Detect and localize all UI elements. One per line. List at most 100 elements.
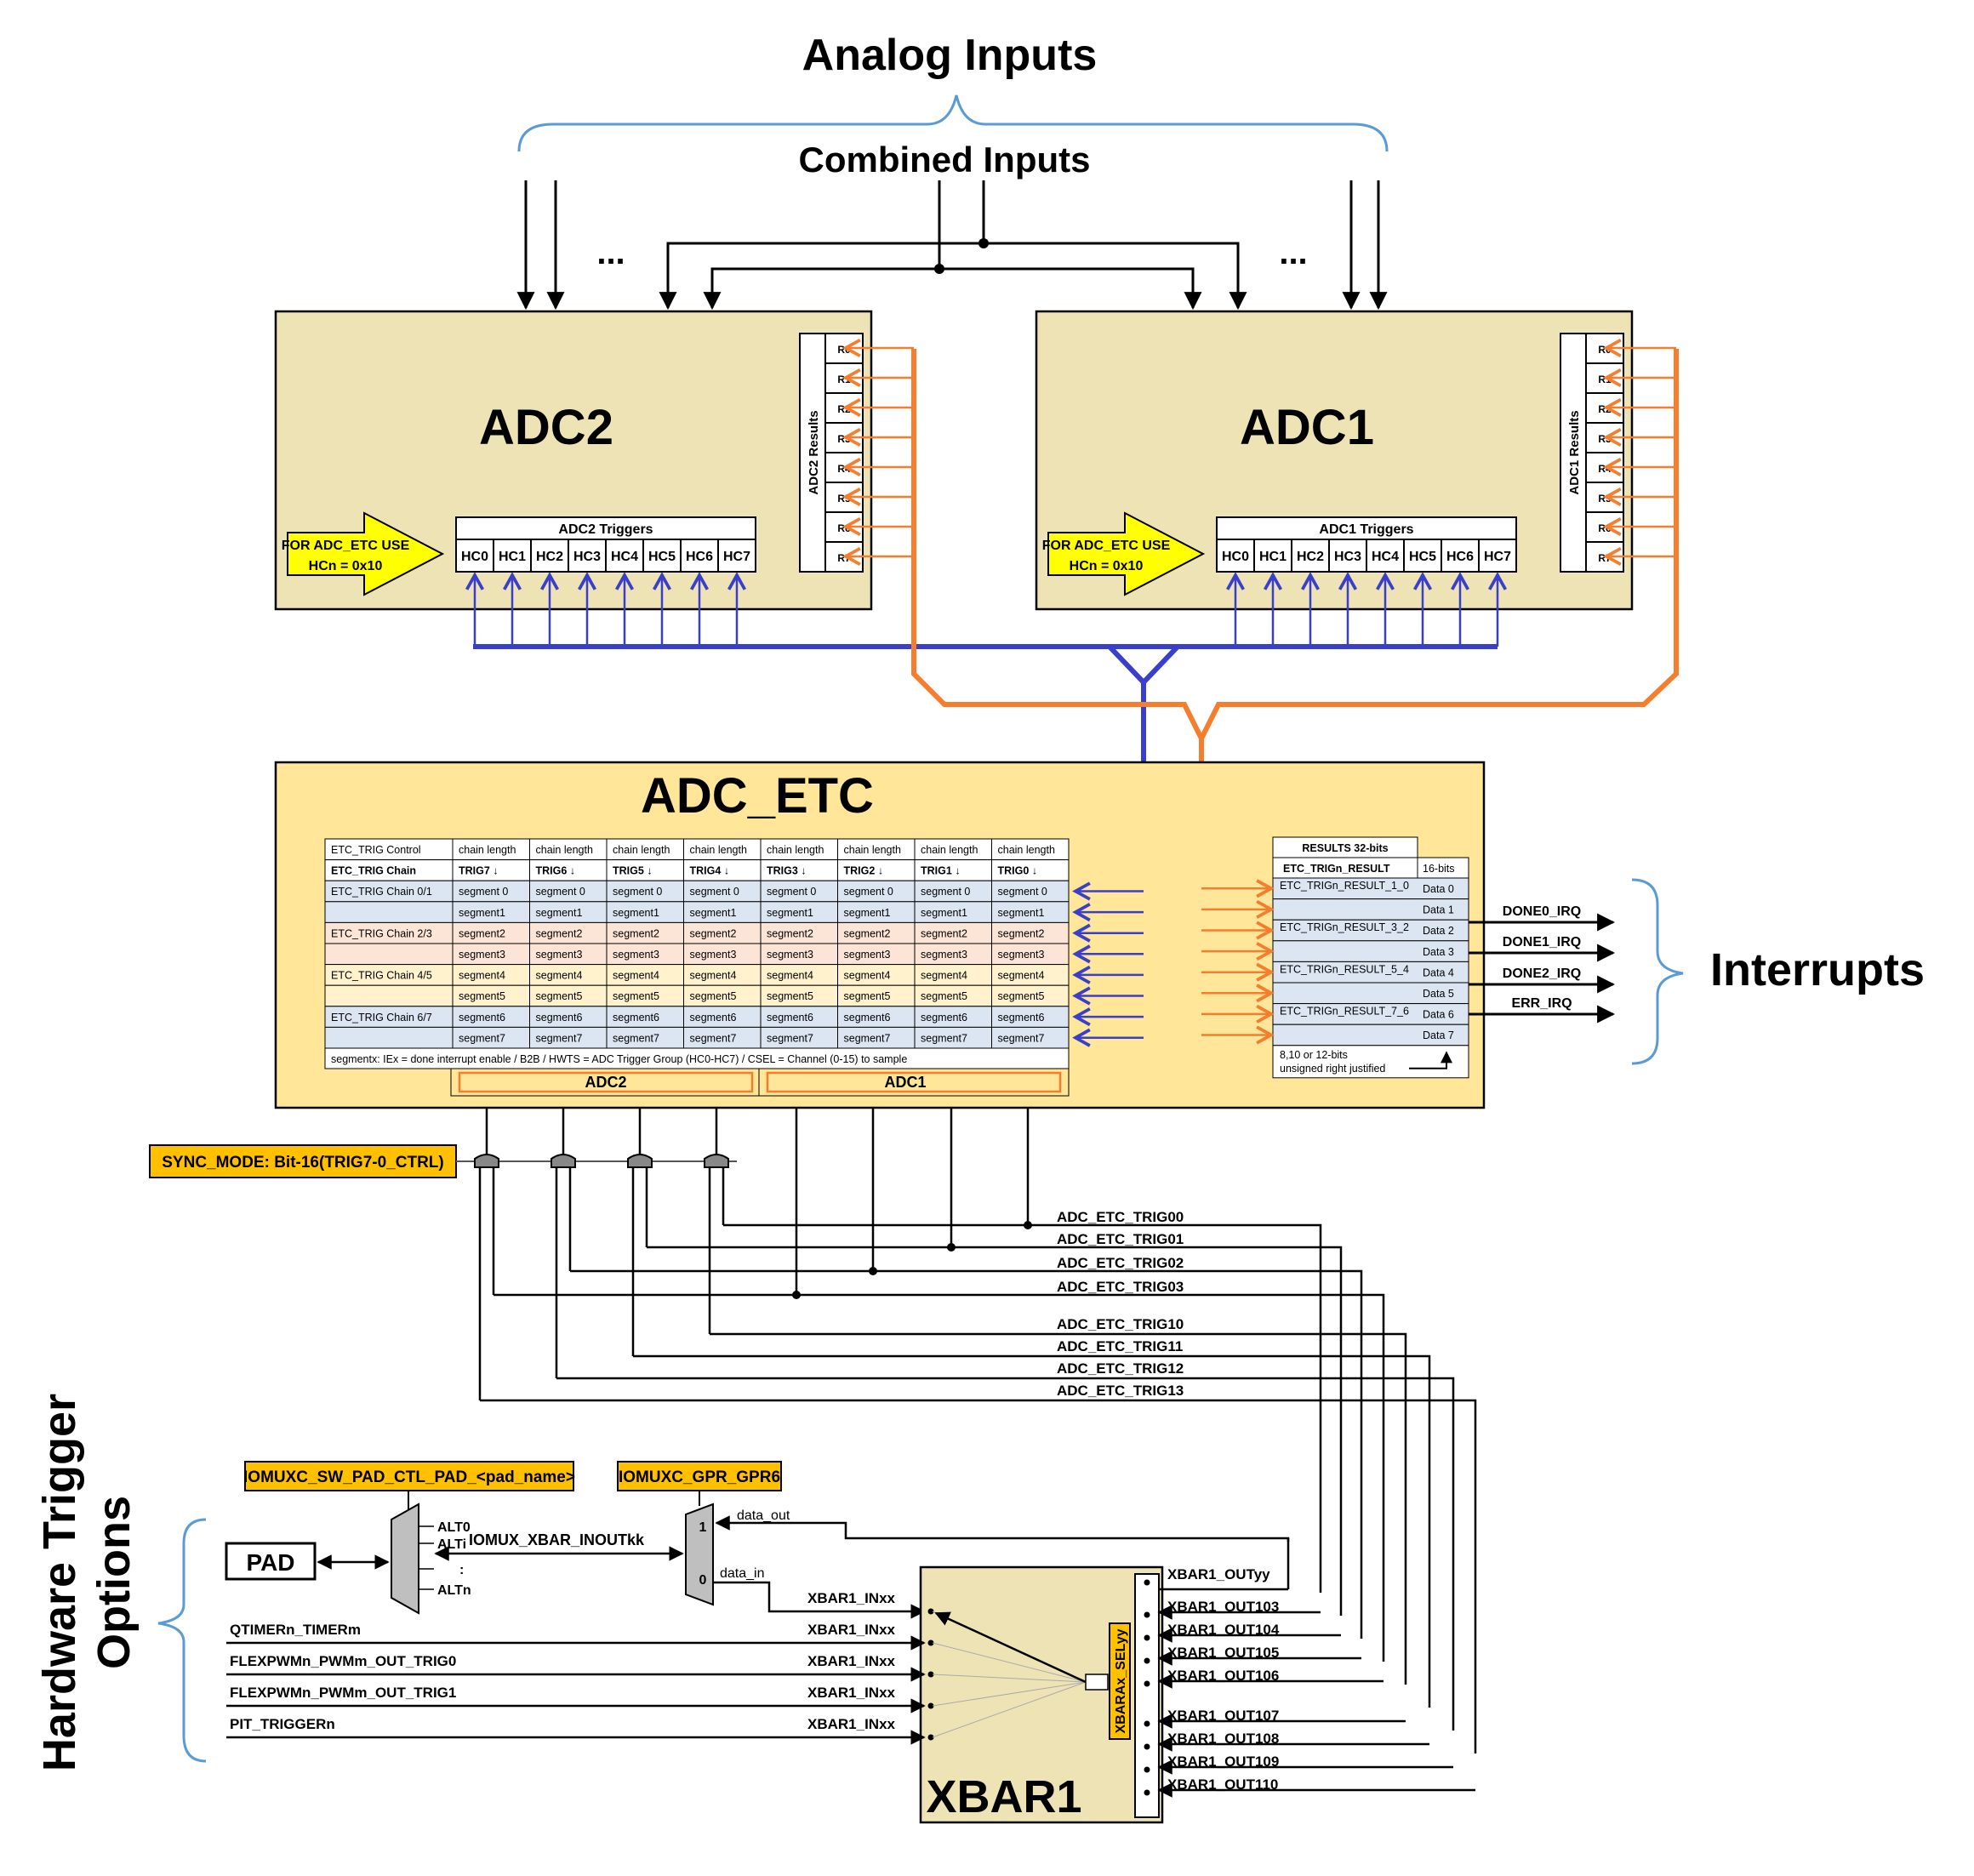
table-cell-text: segment5: [613, 990, 659, 1002]
table-cell-text: TRIG3 ↓: [767, 865, 807, 877]
results-row: [1272, 982, 1469, 1005]
iomuxc-pad-label: IOMUXC_SW_PAD_CTL_PAD_<pad_name>: [243, 1468, 575, 1486]
table-cell-text: TRIG5 ↓: [613, 865, 653, 877]
xbar-output-label: XBAR1_OUT109: [1167, 1753, 1279, 1770]
iomuxc-gpr-label: IOMUXC_GPR_GPR6: [619, 1468, 780, 1486]
table-cell-text: chain length: [998, 844, 1055, 856]
trig-signal-line: [556, 1377, 1455, 1731]
table-cell: [914, 964, 992, 986]
ellipsis-right: ...: [1279, 234, 1307, 271]
trigger-reg-cell: [680, 539, 719, 573]
source-label: FLEXPWMn_PWMm_OUT_TRIG1: [230, 1685, 456, 1701]
table-cell: [324, 1006, 454, 1028]
analog-inputs-title: Analog Inputs: [802, 31, 1098, 80]
result-reg-label: R6: [1598, 522, 1612, 534]
table-cell-text: segment2: [690, 927, 737, 939]
hardware-trigger-section: IOMUXC_SW_PAD_CTL_PAD_<pad_name> IOMUXC_G…: [225, 1461, 1475, 1824]
trigger-reg-cell: [1366, 539, 1405, 573]
source-label: QTIMERn_TIMERm: [230, 1622, 361, 1638]
xbar-output-dot: [1144, 1789, 1150, 1796]
irq-label: DONE2_IRQ: [1503, 967, 1581, 981]
adc2-triggers-header: [455, 516, 756, 540]
table-cell-text: segment7: [767, 1032, 813, 1044]
table-cell-text: segment1: [459, 907, 505, 919]
result-reg-label: R1: [1598, 373, 1612, 385]
trig-signal-line: [494, 1293, 1385, 1662]
trigger-reg-label: HC6: [1446, 550, 1474, 564]
table-cell-text: segment6: [613, 1012, 659, 1024]
source-label: FLEXPWMn_PWMm_OUT_TRIG0: [230, 1653, 456, 1669]
analog-inputs-brace: [517, 94, 1389, 152]
table-cell-text: segment4: [844, 970, 891, 982]
table-cell-text: segment7: [690, 1032, 737, 1044]
xbar-fanin-line: [932, 1681, 1087, 1738]
table-cell-text: segment 0: [613, 886, 662, 898]
table-cell: [914, 859, 992, 881]
table-cell-text: chain length: [844, 844, 901, 856]
table-cell-text: segment 0: [921, 886, 970, 898]
table-cell-text: segment2: [844, 927, 891, 939]
results-row: [1272, 961, 1469, 984]
table-cell-text: segment4: [921, 970, 967, 982]
mux-label-0: 0: [699, 1573, 707, 1588]
table-cell-text: segment6: [921, 1012, 967, 1024]
xbar-in-label: XBAR1_INxx: [807, 1590, 896, 1606]
results-row-label: ETC_TRIGn_RESULT_5_4: [1280, 963, 1409, 975]
adc1-title: ADC1: [1240, 400, 1374, 455]
table-cell: [837, 1006, 916, 1028]
table-cell-text: segment7: [613, 1032, 659, 1044]
iomuxc-gpr-box: [617, 1461, 782, 1491]
xbar-fanin-line: [932, 1681, 1087, 1707]
results-row-label: ETC_TRIGn_RESULT_1_0: [1280, 880, 1409, 892]
trigger-reg-label: HC7: [723, 550, 750, 564]
sync-gate: [704, 1154, 729, 1168]
table-cell-text: chain length: [459, 844, 516, 856]
results-bits: 16-bits: [1423, 863, 1455, 875]
table-cell-text: segment3: [690, 949, 737, 961]
table-cell: [324, 880, 454, 903]
table-cell-text: segment6: [998, 1012, 1045, 1024]
table-cell-text: segment3: [998, 949, 1045, 961]
adc1-results-label: ADC1 Results: [1567, 410, 1582, 494]
trig-signal-line: [570, 1269, 1363, 1639]
analog-input-lines: [516, 180, 1388, 311]
trigger-reg-cell: [1328, 539, 1367, 573]
adc1-group-frame: [766, 1071, 1062, 1093]
table-cell-text: ETC_TRIG Chain 2/3: [331, 927, 432, 939]
table-cell: [991, 901, 1070, 923]
sync-gate: [551, 1154, 576, 1168]
table-cell-text: segment 0: [690, 886, 739, 898]
adc1-triggers-label: ADC1 Triggers: [1319, 522, 1413, 537]
table-cell-text: segment6: [844, 1012, 891, 1024]
table-cell-text: segment3: [613, 949, 659, 961]
result-reg-label: R0: [1598, 344, 1612, 356]
trigger-reg-cell: [717, 539, 756, 573]
table-cell: [529, 838, 608, 861]
adc2-results-side: [799, 333, 826, 573]
table-cell: [529, 984, 608, 1007]
result-reg-label: R1: [837, 373, 851, 385]
table-cell-text: segment5: [998, 990, 1045, 1002]
results-data-label: Data 6: [1423, 1009, 1454, 1021]
ellipsis-left: ...: [596, 234, 625, 271]
results-data-label: Data 4: [1423, 967, 1454, 978]
sync-mode-label: SYNC_MODE: Bit-16(TRIG7-0_CTRL): [162, 1154, 443, 1172]
table-cell: [683, 921, 762, 944]
adc2-group-frame: [458, 1071, 754, 1093]
table-cell-text: segment7: [844, 1032, 891, 1044]
table-footnote-cell: [324, 1047, 1070, 1069]
trigger-reg-label: HC4: [1372, 550, 1399, 564]
result-reg-label: R6: [837, 522, 851, 534]
table-cell: [760, 1026, 838, 1049]
trig-signal-label: ADC_ETC_TRIG11: [1057, 1338, 1183, 1354]
table-cell: [991, 1006, 1070, 1028]
data-in-label: data_in: [720, 1566, 765, 1581]
table-cell-text: segment4: [536, 970, 583, 982]
table-cell-text: segment1: [613, 907, 659, 919]
xbar-output-label: XBAR1_OUT110: [1167, 1776, 1278, 1793]
results-note-cell: [1272, 1045, 1469, 1079]
table-cell-text: segment2: [921, 927, 967, 939]
